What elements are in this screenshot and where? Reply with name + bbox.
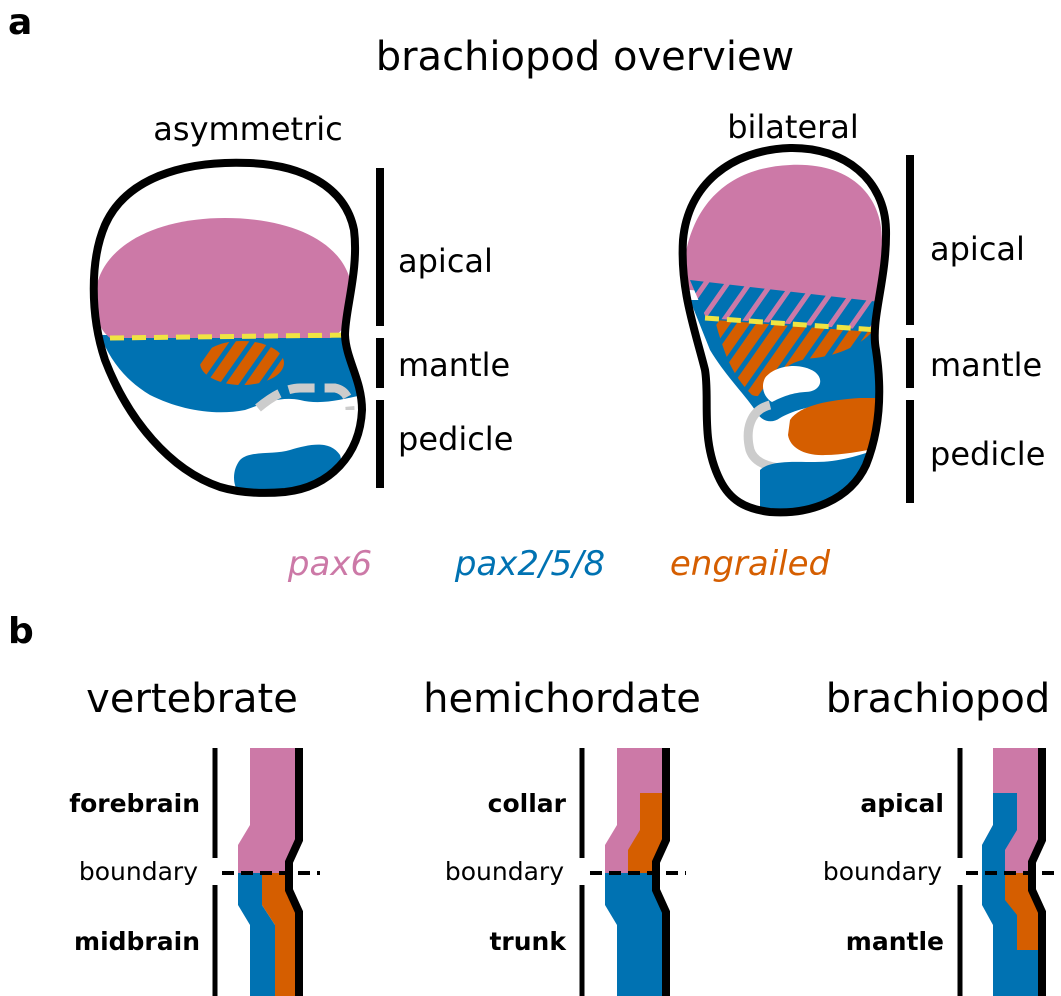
label-upper: apical <box>860 789 944 818</box>
legend-pax6: pax6 <box>287 544 372 584</box>
label-boundary: boundary <box>445 857 564 886</box>
label-lower: mantle <box>846 927 944 956</box>
pax258-pedicle-domain <box>234 445 341 495</box>
column-title: hemichordate <box>423 676 701 722</box>
panel-a-label: a <box>8 2 32 43</box>
column-title: brachiopod <box>826 676 1051 722</box>
column-brachiopod: brachiopod apical boundary mantle <box>823 676 1061 996</box>
panel-a-title: brachiopod overview <box>376 34 795 80</box>
region-label-apical: apical <box>398 242 493 280</box>
embryo-asymmetric <box>94 163 362 495</box>
legend-engrailed: engrailed <box>670 544 831 584</box>
column-title: vertebrate <box>86 676 298 722</box>
label-lower: trunk <box>489 927 567 956</box>
label-upper: collar <box>488 789 567 818</box>
label-boundary: boundary <box>79 857 198 886</box>
label-lower: midbrain <box>74 927 200 956</box>
region-label-mantle: mantle <box>930 346 1042 384</box>
region-label-apical: apical <box>930 230 1025 268</box>
panel-b-label: b <box>8 611 34 652</box>
region-label-pedicle: pedicle <box>930 435 1045 473</box>
region-label-pedicle: pedicle <box>398 420 513 458</box>
embryo-bilateral-title: bilateral <box>727 108 859 146</box>
label-upper: forebrain <box>69 789 200 818</box>
column-hemichordate: hemichordate collar boundary trunk <box>423 676 701 996</box>
engrailed-domain <box>200 341 284 385</box>
embryo-bilateral <box>683 148 890 520</box>
pax6-domain <box>683 165 882 302</box>
label-boundary: boundary <box>823 857 942 886</box>
region-label-mantle: mantle <box>398 346 510 384</box>
embryo-asymmetric-title: asymmetric <box>153 110 342 148</box>
legend-pax258: pax2/5/8 <box>454 544 605 584</box>
column-vertebrate: vertebrate forebrain boundary midbrain <box>69 676 320 996</box>
pax6-domain <box>95 218 352 338</box>
